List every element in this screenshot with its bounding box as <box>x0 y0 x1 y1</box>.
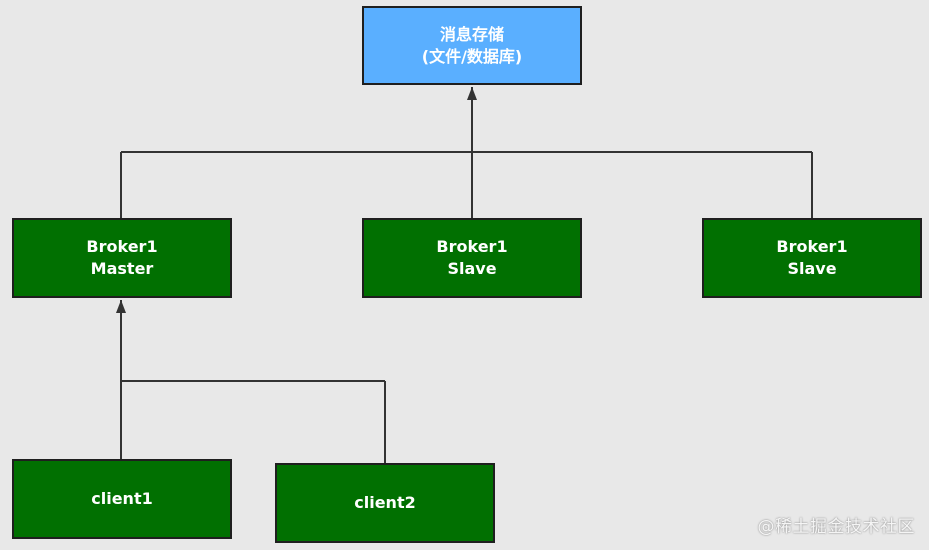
storage-subtitle: (文件/数据库) <box>421 46 523 66</box>
master-arrowhead <box>116 300 126 313</box>
client-node: client1 <box>12 459 232 539</box>
client-label: client1 <box>91 489 153 508</box>
client-node: client2 <box>275 463 495 543</box>
storage-arrowhead <box>467 87 477 100</box>
client-label: client2 <box>354 493 416 512</box>
broker-master-name: Broker1 <box>86 237 158 256</box>
broker-master-node: Broker1 Master <box>12 218 232 298</box>
message-storage-node: 消息存储 (文件/数据库) <box>362 6 582 85</box>
storage-title: 消息存储 <box>439 24 504 44</box>
broker-slave-role: Slave <box>447 259 497 278</box>
broker-master-role: Master <box>90 259 154 278</box>
broker-slave-name: Broker1 <box>776 237 848 256</box>
broker-slave-role: Slave <box>787 259 837 278</box>
broker-slave-name: Broker1 <box>436 237 508 256</box>
broker-slave-node: Broker1 Slave <box>362 218 582 298</box>
watermark-text: @稀土掘金技术社区 <box>757 517 915 537</box>
broker-slave-node: Broker1 Slave <box>702 218 922 298</box>
